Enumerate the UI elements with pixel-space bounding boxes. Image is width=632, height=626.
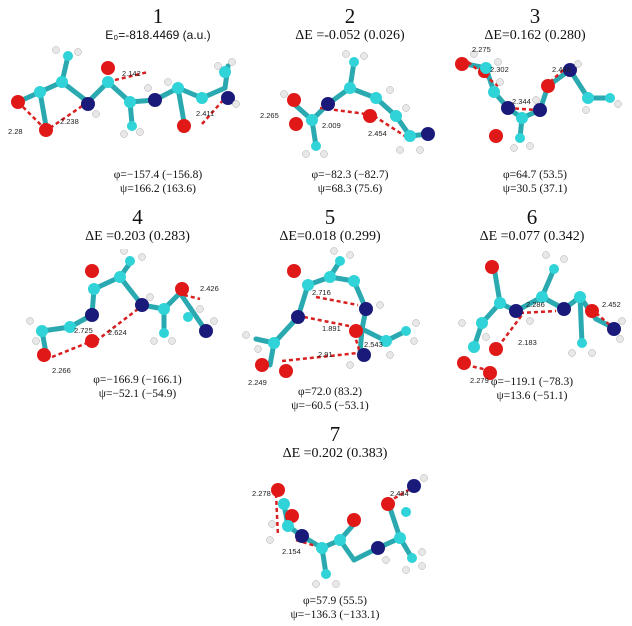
- phi-angle: φ=72.0 (83.2): [298, 386, 362, 398]
- psi-angle: ψ=−52.1 (−54.9): [98, 388, 177, 400]
- distance-label: 2.286: [526, 300, 545, 309]
- conformer-number: 5: [324, 205, 336, 229]
- energy-label: ΔE =0.077 (0.342): [479, 229, 585, 244]
- conformer-6: 6 ΔE =0.077 (0.342) 2.452 2.286 2.: [432, 205, 632, 415]
- phi-angle: φ=64.7 (53.5): [503, 169, 567, 181]
- energy-label: ΔE=0.018 (0.299): [279, 229, 381, 244]
- distance-label: 2.725: [74, 326, 93, 335]
- distance-label: 2.28: [8, 127, 23, 136]
- conformer-5: 5 ΔE=0.018 (0.299) 2.716 1.891 2.5: [230, 205, 430, 415]
- phi-angle: φ=−119.1 (−78.3): [490, 376, 574, 388]
- conformer-3: 3 ΔE=0.162 (0.280) 2.275 2.302 2.433 2.3…: [438, 0, 632, 195]
- distance-label: 2.543: [364, 340, 383, 349]
- phi-angle: φ=−166.9 (−166.1): [93, 374, 182, 386]
- energy-label: ΔE =-0.052 (0.026): [295, 28, 405, 43]
- phi-angle: φ=−82.3 (−82.7): [311, 169, 389, 181]
- conformer-number: 2: [344, 4, 356, 28]
- distance-label: 2.266: [52, 366, 71, 375]
- distance-label: 2.433: [552, 65, 571, 74]
- dihedral-angles: φ=64.7 (53.5) ψ=30.5 (37.1): [438, 168, 632, 196]
- distance-label: 2.249: [248, 378, 267, 387]
- distance-label: 2.434: [390, 489, 409, 498]
- conformer-number: 1: [152, 4, 164, 28]
- distance-label: 2.426: [200, 284, 219, 293]
- psi-angle: ψ=13.6 (−51.1): [496, 390, 568, 402]
- distance-label: 2.238: [60, 117, 79, 126]
- distance-label: 2.142: [122, 69, 141, 78]
- distance-label: 2.344: [512, 97, 531, 106]
- psi-angle: ψ=30.5 (37.1): [502, 183, 568, 195]
- psi-angle: ψ=166.2 (163.6): [120, 183, 196, 195]
- distance-label: 2.154: [282, 547, 301, 556]
- distance-label: 1.891: [322, 324, 341, 333]
- distance-label: 2.278: [252, 489, 271, 498]
- psi-angle: ψ=−60.5 (−53.1): [291, 400, 369, 412]
- distance-label: 2.302: [490, 65, 509, 74]
- dihedral-angles: φ=−157.4 (−156.8) ψ=166.2 (163.6): [8, 168, 308, 196]
- psi-angle: ψ=−136.3 (−133.1): [290, 609, 380, 621]
- phi-angle: φ=−157.4 (−156.8): [113, 169, 203, 181]
- distance-label: 2.454: [368, 129, 387, 138]
- energy-label: ΔE =0.203 (0.283): [85, 229, 190, 244]
- distance-label: 2.452: [602, 300, 621, 309]
- molecule-structure: 2.426 2.725 2.624 2.266: [26, 249, 219, 375]
- dihedral-angles: φ=−166.9 (−166.1) ψ=−52.1 (−54.9): [10, 373, 265, 401]
- distance-label: 2.279: [470, 376, 489, 385]
- dihedral-angles: φ=−82.3 (−82.7) ψ=68.3 (75.6): [250, 168, 450, 196]
- dihedral-angles: φ=−119.1 (−78.3) ψ=13.6 (−51.1): [432, 375, 632, 403]
- distance-label: 2.624: [108, 328, 127, 337]
- dihedral-angles: φ=57.9 (55.5) ψ=−136.3 (−133.1): [230, 594, 440, 622]
- conformer-number: 6: [526, 205, 538, 229]
- distance-label: 2.275: [472, 45, 491, 54]
- conformer-1: 1 E₀=-818.4469 (a.u.) 2.142 2.2: [0, 0, 300, 195]
- molecule-structure: 2.275 2.302 2.433 2.344: [455, 45, 622, 152]
- conformer-4: 4 ΔE =0.203 (0.283) 2.426 2.725 2.624: [0, 205, 255, 405]
- conformer-number: 7: [329, 422, 341, 446]
- molecule-structure: 2.142 2.238 2.28 2.411: [8, 46, 240, 138]
- conformer-number: 3: [529, 4, 541, 28]
- distance-label: 2.183: [518, 338, 537, 347]
- distance-label: 2.716: [312, 288, 331, 297]
- conformer-7: 7 ΔE =0.202 (0.383) 2.278 2.434 2.154: [230, 418, 440, 626]
- energy-label: ΔE=0.162 (0.280): [484, 28, 586, 43]
- conformer-number: 4: [132, 205, 143, 229]
- molecule-structure: 2.265 2.009 2.454: [260, 50, 435, 158]
- molecule-structure: 2.452 2.286 2.183 2.279: [457, 251, 626, 385]
- distance-label: 2.265: [260, 111, 279, 120]
- distance-label: 2.009: [322, 121, 341, 130]
- phi-angle: φ=57.9 (55.5): [303, 595, 367, 607]
- energy-label: ΔE =0.202 (0.383): [282, 446, 388, 461]
- energy-label: E₀=-818.4469 (a.u.): [105, 28, 211, 42]
- distance-label: 2.411: [196, 109, 214, 118]
- conformer-2: 2 ΔE =-0.052 (0.026) 2.265 2.009 2.454 φ…: [250, 0, 450, 195]
- molecule-structure: 2.278 2.434 2.154: [252, 474, 428, 588]
- dihedral-angles: φ=72.0 (83.2) ψ=−60.5 (−53.1): [230, 385, 430, 413]
- molecule-structure: 2.716 1.891 2.543 2.91 2.249: [242, 247, 420, 387]
- psi-angle: ψ=68.3 (75.6): [317, 183, 383, 195]
- distance-label: 2.91: [318, 350, 333, 359]
